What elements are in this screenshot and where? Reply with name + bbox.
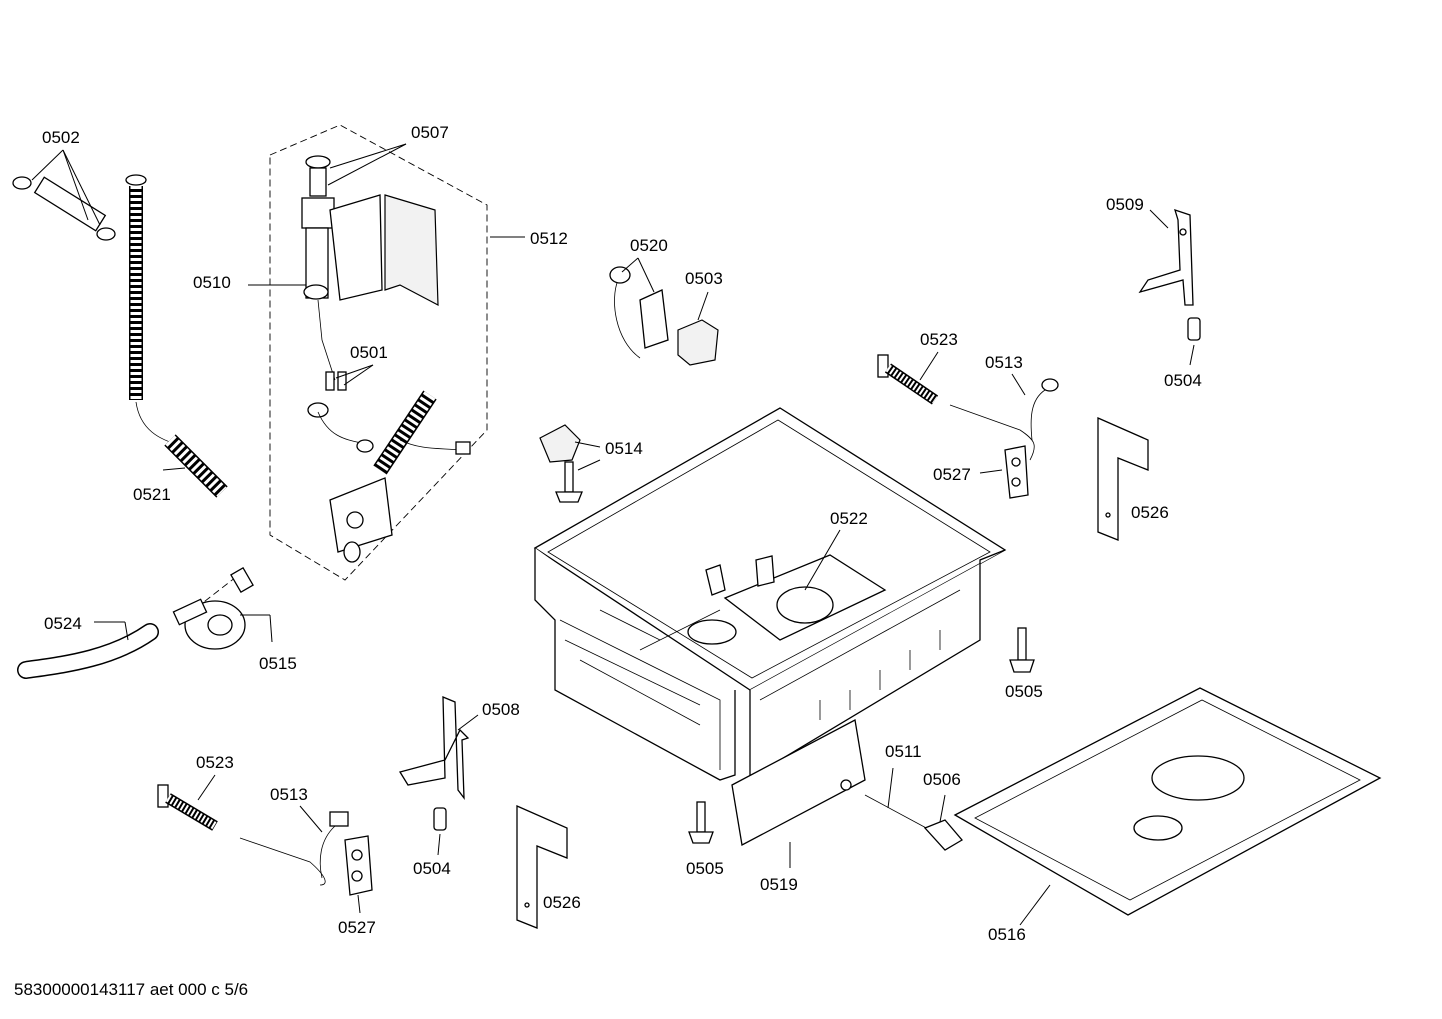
part-0513-sensor-top xyxy=(949,373,1059,461)
part-0519-cover-plate xyxy=(731,719,866,868)
part-labels: 0502 0507 0512 0510 0501 0521 0520 0503 … xyxy=(42,123,1202,944)
part-0509-bracket xyxy=(1138,208,1194,306)
label-0512: 0512 xyxy=(530,229,568,248)
label-0521: 0521 xyxy=(133,485,171,504)
label-0524: 0524 xyxy=(44,614,82,633)
label-0522: 0522 xyxy=(830,509,868,528)
label-0527-bottom: 0527 xyxy=(338,918,376,937)
part-0515-pump xyxy=(172,566,273,650)
label-0505-left: 0505 xyxy=(686,859,724,878)
label-0508: 0508 xyxy=(482,700,520,719)
part-0508-bracket xyxy=(398,696,479,801)
label-0506: 0506 xyxy=(923,770,961,789)
part-0527-holder-bottom xyxy=(344,835,373,914)
part-0510-valve xyxy=(248,143,439,418)
drawing-reference-footer: 58300000143117 aet 000 c 5/6 xyxy=(14,980,249,999)
label-0513-bottom: 0513 xyxy=(270,785,308,804)
label-0511: 0511 xyxy=(885,742,922,761)
part-0520-connector xyxy=(609,257,669,359)
label-0501: 0501 xyxy=(350,343,388,362)
part-0527-holder-top xyxy=(979,445,1029,499)
label-0507: 0507 xyxy=(411,123,449,142)
label-0523-top: 0523 xyxy=(920,330,958,349)
label-0527-top: 0527 xyxy=(933,465,971,484)
label-0502: 0502 xyxy=(42,128,80,147)
label-0526-top: 0526 xyxy=(1131,503,1169,522)
part-0502-pipe xyxy=(12,149,116,241)
label-0514: 0514 xyxy=(605,439,643,458)
part-0513-sensor-bottom xyxy=(239,805,349,886)
label-0513-top: 0513 xyxy=(985,353,1023,372)
part-0505-screw-left xyxy=(688,801,714,844)
part-0522-base-tub xyxy=(533,407,1007,781)
module-outline xyxy=(269,124,488,581)
part-corrugated-hose xyxy=(125,174,228,498)
label-0516: 0516 xyxy=(988,925,1026,944)
part-0504-clip-right xyxy=(1187,317,1201,366)
label-0515: 0515 xyxy=(259,654,297,673)
part-0514-fitting xyxy=(539,424,601,503)
part-drain-hose-module xyxy=(317,390,471,563)
label-0504-right: 0504 xyxy=(1164,371,1202,390)
label-0509: 0509 xyxy=(1106,195,1144,214)
label-0526-bottom: 0526 xyxy=(543,893,581,912)
label-0504-left: 0504 xyxy=(413,859,451,878)
part-0506-float-switch xyxy=(923,794,963,851)
part-0516-bottom-plate xyxy=(953,687,1382,926)
part-0524-hose xyxy=(17,621,159,679)
part-0526-plate-bottom xyxy=(516,805,568,929)
part-0504-clip-left xyxy=(433,807,447,856)
label-0523-bottom: 0523 xyxy=(196,753,234,772)
part-0523-spring-top xyxy=(877,351,939,405)
label-0519: 0519 xyxy=(760,875,798,894)
part-0511-wire xyxy=(864,767,931,831)
label-0510: 0510 xyxy=(193,273,231,292)
label-0520: 0520 xyxy=(630,236,668,255)
part-0526-plate-top xyxy=(1097,417,1149,541)
part-0523-spring-bottom xyxy=(157,774,218,831)
part-0503-connector-cap xyxy=(677,291,719,366)
label-0503: 0503 xyxy=(685,269,723,288)
part-0505-screw-right xyxy=(1009,627,1035,673)
label-0505-right: 0505 xyxy=(1005,682,1043,701)
